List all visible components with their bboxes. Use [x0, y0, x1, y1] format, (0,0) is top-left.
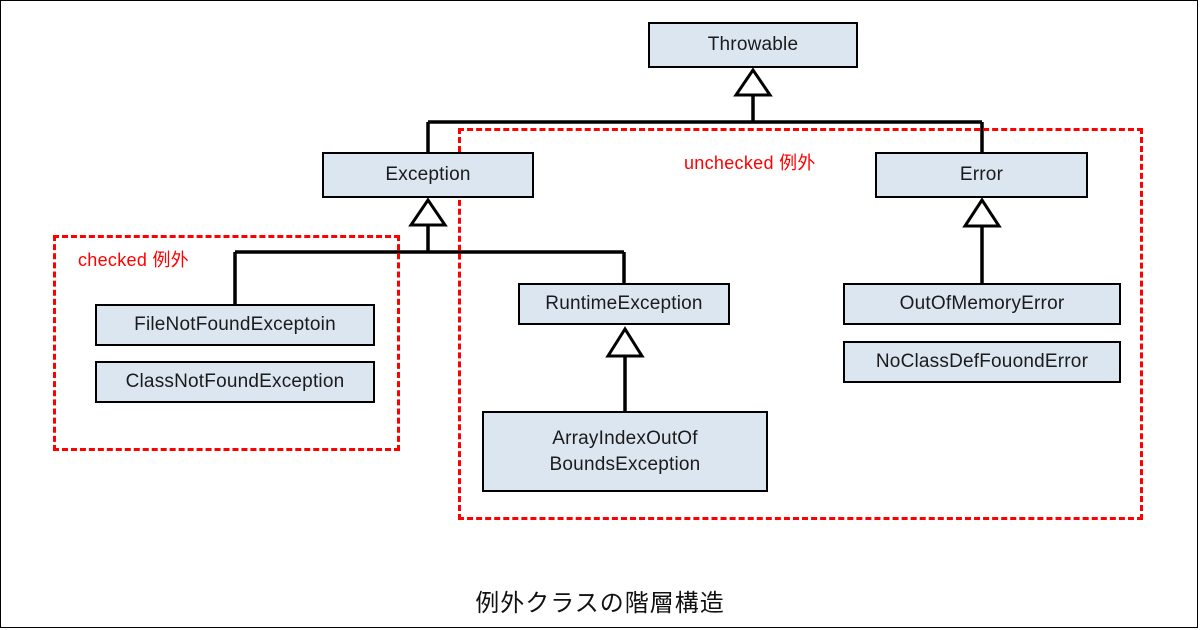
node-label-file-not-found-exception: FileNotFoundExceptoin: [134, 313, 336, 335]
node-label-throwable: Throwable: [707, 33, 799, 55]
node-label-out-of-memory-error: OutOfMemoryError: [899, 292, 1065, 314]
node-label-array-index-out-of-bounds-exception: ArrayIndexOutOf BoundsException: [549, 427, 701, 475]
generalization-arrow-error: [962, 197, 1002, 228]
node-runtime-exception[interactable]: RuntimeException: [518, 283, 730, 325]
node-error[interactable]: Error: [875, 152, 1088, 198]
node-no-class-def-found-error[interactable]: NoClassDefFouondError: [843, 341, 1121, 383]
node-label-error: Error: [959, 163, 1004, 185]
node-label-no-class-def-found-error: NoClassDefFouondError: [875, 350, 1089, 372]
node-array-index-out-of-bounds-exception[interactable]: ArrayIndexOutOf BoundsException: [482, 411, 768, 492]
node-file-not-found-exception[interactable]: FileNotFoundExceptoin: [95, 304, 375, 346]
generalization-arrow-throwable: [733, 67, 773, 97]
generalization-arrow-exception: [408, 197, 448, 227]
node-throwable[interactable]: Throwable: [648, 22, 858, 68]
node-label-class-not-found-exception: ClassNotFoundException: [125, 370, 345, 392]
group-label-unchecked: unchecked 例外: [684, 153, 816, 173]
node-class-not-found-exception[interactable]: ClassNotFoundException: [95, 361, 375, 403]
node-out-of-memory-error[interactable]: OutOfMemoryError: [843, 283, 1121, 325]
node-label-exception: Exception: [385, 163, 471, 185]
group-label-checked: checked 例外: [78, 250, 190, 270]
node-exception[interactable]: Exception: [322, 152, 534, 198]
diagram-caption: 例外クラスの階層構造: [475, 590, 725, 617]
node-label-runtime-exception: RuntimeException: [545, 292, 703, 314]
generalization-arrow-runtime-exception: [605, 326, 645, 358]
